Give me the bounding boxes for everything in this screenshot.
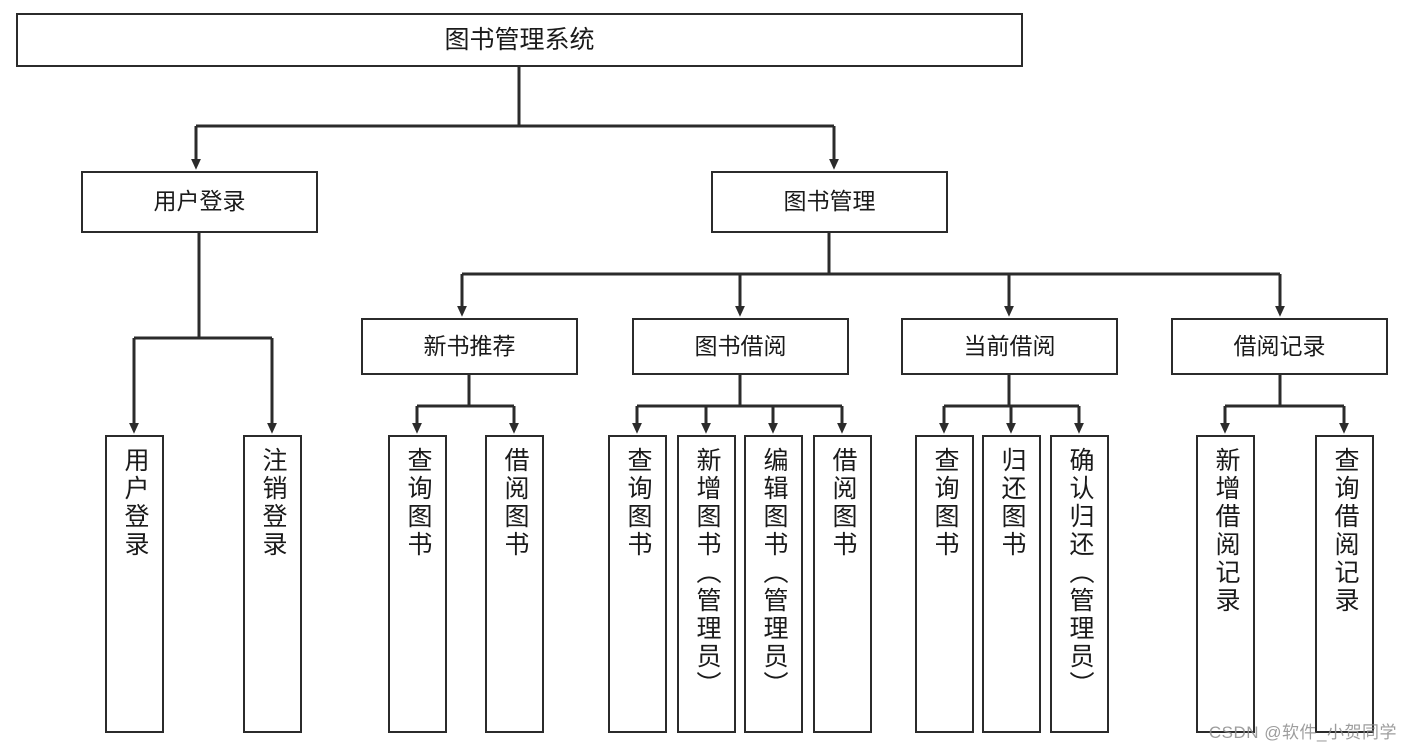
node-current-borrow[interactable]: 当前借阅 xyxy=(901,318,1118,375)
node-leaf-return-book[interactable]: 归还图书 xyxy=(982,435,1041,733)
node-leaf-query-record-label: 查询借阅记录 xyxy=(1331,447,1359,615)
node-leaf-edit-book[interactable]: 编辑图书（管理员） xyxy=(744,435,803,733)
node-leaf-user-login-label: 用户登录 xyxy=(121,447,149,559)
node-leaf-query-book-1-label: 查询图书 xyxy=(404,447,432,559)
node-new-book-rec-label: 新书推荐 xyxy=(423,332,516,359)
node-book-borrow[interactable]: 图书借阅 xyxy=(632,318,849,375)
node-root[interactable]: 图书管理系统 xyxy=(16,13,1023,67)
node-leaf-confirm-return-label: 确认归还（管理员） xyxy=(1066,447,1094,699)
node-leaf-confirm-return[interactable]: 确认归还（管理员） xyxy=(1050,435,1109,733)
node-root-label: 图书管理系统 xyxy=(444,26,595,54)
node-leaf-add-book-label: 新增图书（管理员） xyxy=(693,447,721,699)
node-leaf-add-record[interactable]: 新增借阅记录 xyxy=(1196,435,1255,733)
node-new-book-rec[interactable]: 新书推荐 xyxy=(361,318,578,375)
node-leaf-query-book-3-label: 查询图书 xyxy=(931,447,959,559)
node-leaf-borrow-book-1-label: 借阅图书 xyxy=(501,447,529,559)
node-leaf-query-book-2[interactable]: 查询图书 xyxy=(608,435,667,733)
node-leaf-user-logout-label: 注销登录 xyxy=(259,447,287,559)
node-leaf-add-record-label: 新增借阅记录 xyxy=(1212,447,1240,615)
node-leaf-borrow-book-1[interactable]: 借阅图书 xyxy=(485,435,544,733)
node-user-login-label: 用户登录 xyxy=(153,188,246,215)
node-leaf-query-book-2-label: 查询图书 xyxy=(624,447,652,559)
node-book-manage-label: 图书管理 xyxy=(783,188,876,215)
node-borrow-record[interactable]: 借阅记录 xyxy=(1171,318,1388,375)
node-leaf-edit-book-label: 编辑图书（管理员） xyxy=(760,447,788,699)
node-leaf-borrow-book-2-label: 借阅图书 xyxy=(829,447,857,559)
node-leaf-user-logout[interactable]: 注销登录 xyxy=(243,435,302,733)
node-current-borrow-label: 当前借阅 xyxy=(963,332,1056,359)
node-leaf-add-book[interactable]: 新增图书（管理员） xyxy=(677,435,736,733)
node-leaf-query-record[interactable]: 查询借阅记录 xyxy=(1315,435,1374,733)
watermark: CSDN @软件_小贺同学 xyxy=(1208,723,1397,742)
node-book-manage[interactable]: 图书管理 xyxy=(711,171,948,233)
node-leaf-borrow-book-2[interactable]: 借阅图书 xyxy=(813,435,872,733)
node-leaf-query-book-3[interactable]: 查询图书 xyxy=(915,435,974,733)
node-borrow-record-label: 借阅记录 xyxy=(1233,332,1326,359)
node-leaf-return-book-label: 归还图书 xyxy=(998,447,1026,559)
node-book-borrow-label: 图书借阅 xyxy=(694,332,787,359)
node-user-login[interactable]: 用户登录 xyxy=(81,171,318,233)
node-leaf-user-login[interactable]: 用户登录 xyxy=(105,435,164,733)
node-leaf-query-book-1[interactable]: 查询图书 xyxy=(388,435,447,733)
